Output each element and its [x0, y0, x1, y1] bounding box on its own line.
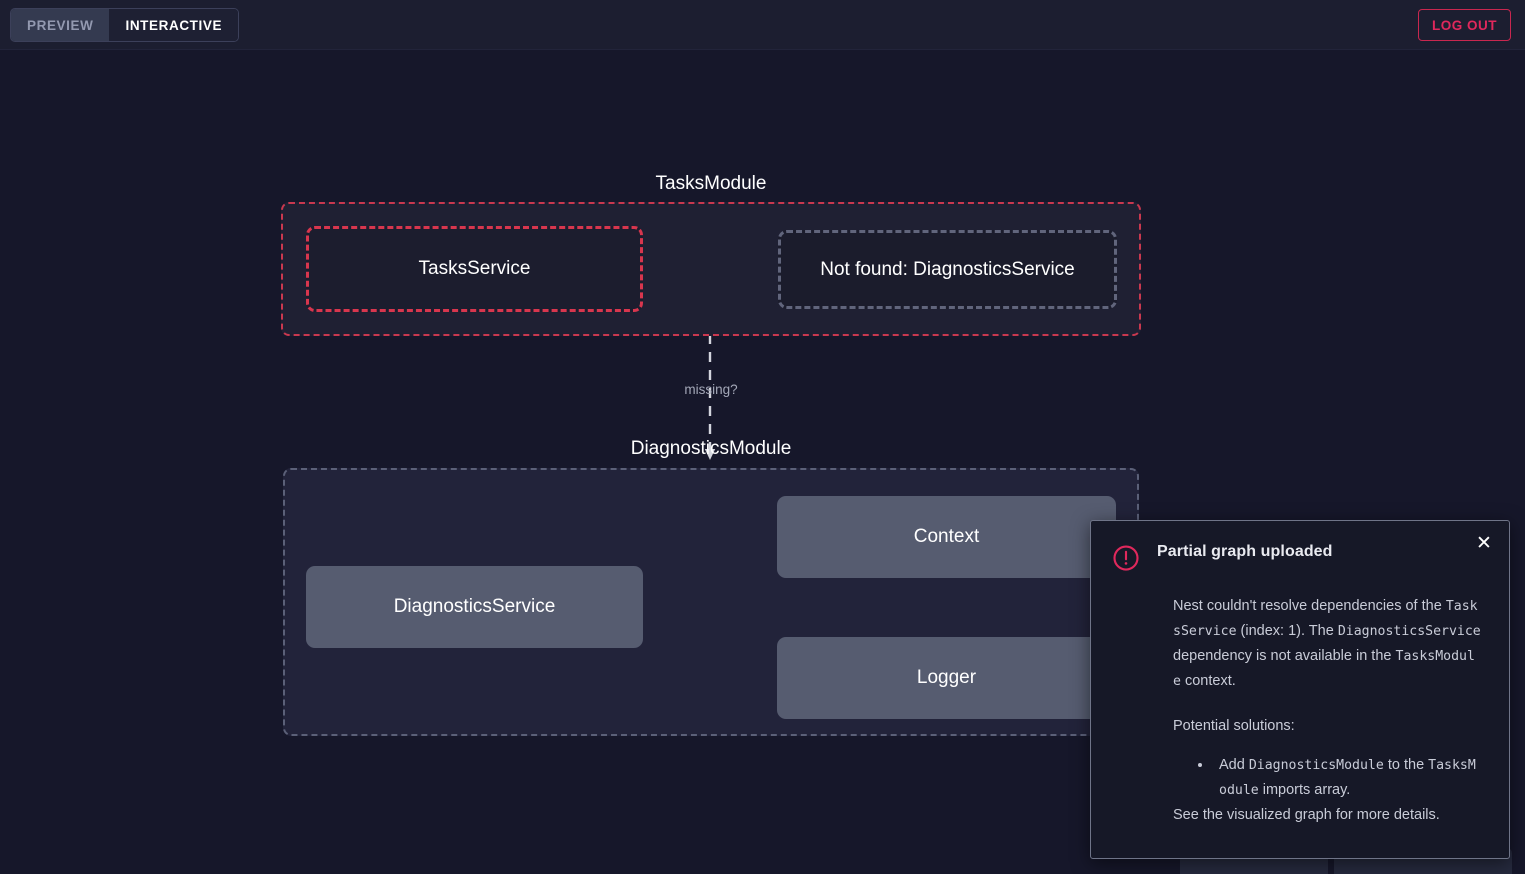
close-icon[interactable]: ✕	[1476, 533, 1492, 554]
text-seg: dependency is not available in the	[1173, 648, 1396, 664]
code-tasksmodule: TasksModule	[1173, 649, 1475, 689]
node-tasksservice[interactable]: TasksService	[306, 226, 643, 312]
alert-circle-icon	[1111, 543, 1141, 578]
module-label-diagnosticsmodule: DiagnosticsModule	[630, 438, 792, 459]
toast-paragraph-solutions-heading: Potential solutions:	[1173, 718, 1295, 734]
graph-canvas[interactable]: TasksModule TasksService Not found: Diag…	[0, 50, 1525, 874]
text-seg: to the	[1383, 757, 1429, 773]
toast-solutions-list: Add DiagnosticsModule to the TasksModule…	[1213, 753, 1481, 803]
code-tasksservice: TasksService	[1173, 599, 1478, 639]
edge-label-missing: missing?	[684, 382, 738, 397]
text-seg: imports array.	[1258, 782, 1351, 798]
node-context[interactable]: Context	[777, 496, 1116, 578]
notification-toast[interactable]: ✕ Partial graph uploaded Nest couldn't r…	[1090, 520, 1510, 859]
logout-button[interactable]: LOG OUT	[1418, 9, 1511, 41]
module-label-tasksmodule: TasksModule	[655, 173, 767, 194]
toast-paragraph-error: Nest couldn't resolve dependencies of th…	[1173, 594, 1481, 694]
code-diagnosticsservice: DiagnosticsService	[1337, 624, 1481, 639]
list-item: Add DiagnosticsModule to the TasksModule…	[1213, 753, 1481, 803]
text-seg: Add	[1219, 757, 1249, 773]
tab-interactive[interactable]: INTERACTIVE	[109, 9, 239, 41]
tab-preview[interactable]: PREVIEW	[11, 9, 110, 41]
toast-body: Nest couldn't resolve dependencies of th…	[1173, 594, 1481, 828]
toast-title: Partial graph uploaded	[1157, 543, 1333, 560]
toast-paragraph-footer: See the visualized graph for more detail…	[1173, 807, 1440, 823]
view-mode-segmented-control[interactable]: PREVIEW INTERACTIVE	[10, 8, 240, 42]
text-seg: (index: 1). The	[1236, 623, 1338, 639]
node-not-found-diagnosticsservice[interactable]: Not found: DiagnosticsService	[778, 230, 1117, 309]
node-logger[interactable]: Logger	[777, 637, 1116, 719]
code-tasksmodule: TasksModule	[1219, 758, 1476, 798]
top-bar: PREVIEW INTERACTIVE LOG OUT	[0, 0, 1525, 50]
toast-header: Partial graph uploaded	[1111, 541, 1481, 578]
text-seg: context.	[1180, 673, 1236, 689]
text-seg: Nest couldn't resolve dependencies of th…	[1173, 598, 1446, 614]
node-diagnosticsservice[interactable]: DiagnosticsService	[306, 566, 643, 648]
code-diagnosticsmodule: DiagnosticsModule	[1248, 758, 1384, 773]
